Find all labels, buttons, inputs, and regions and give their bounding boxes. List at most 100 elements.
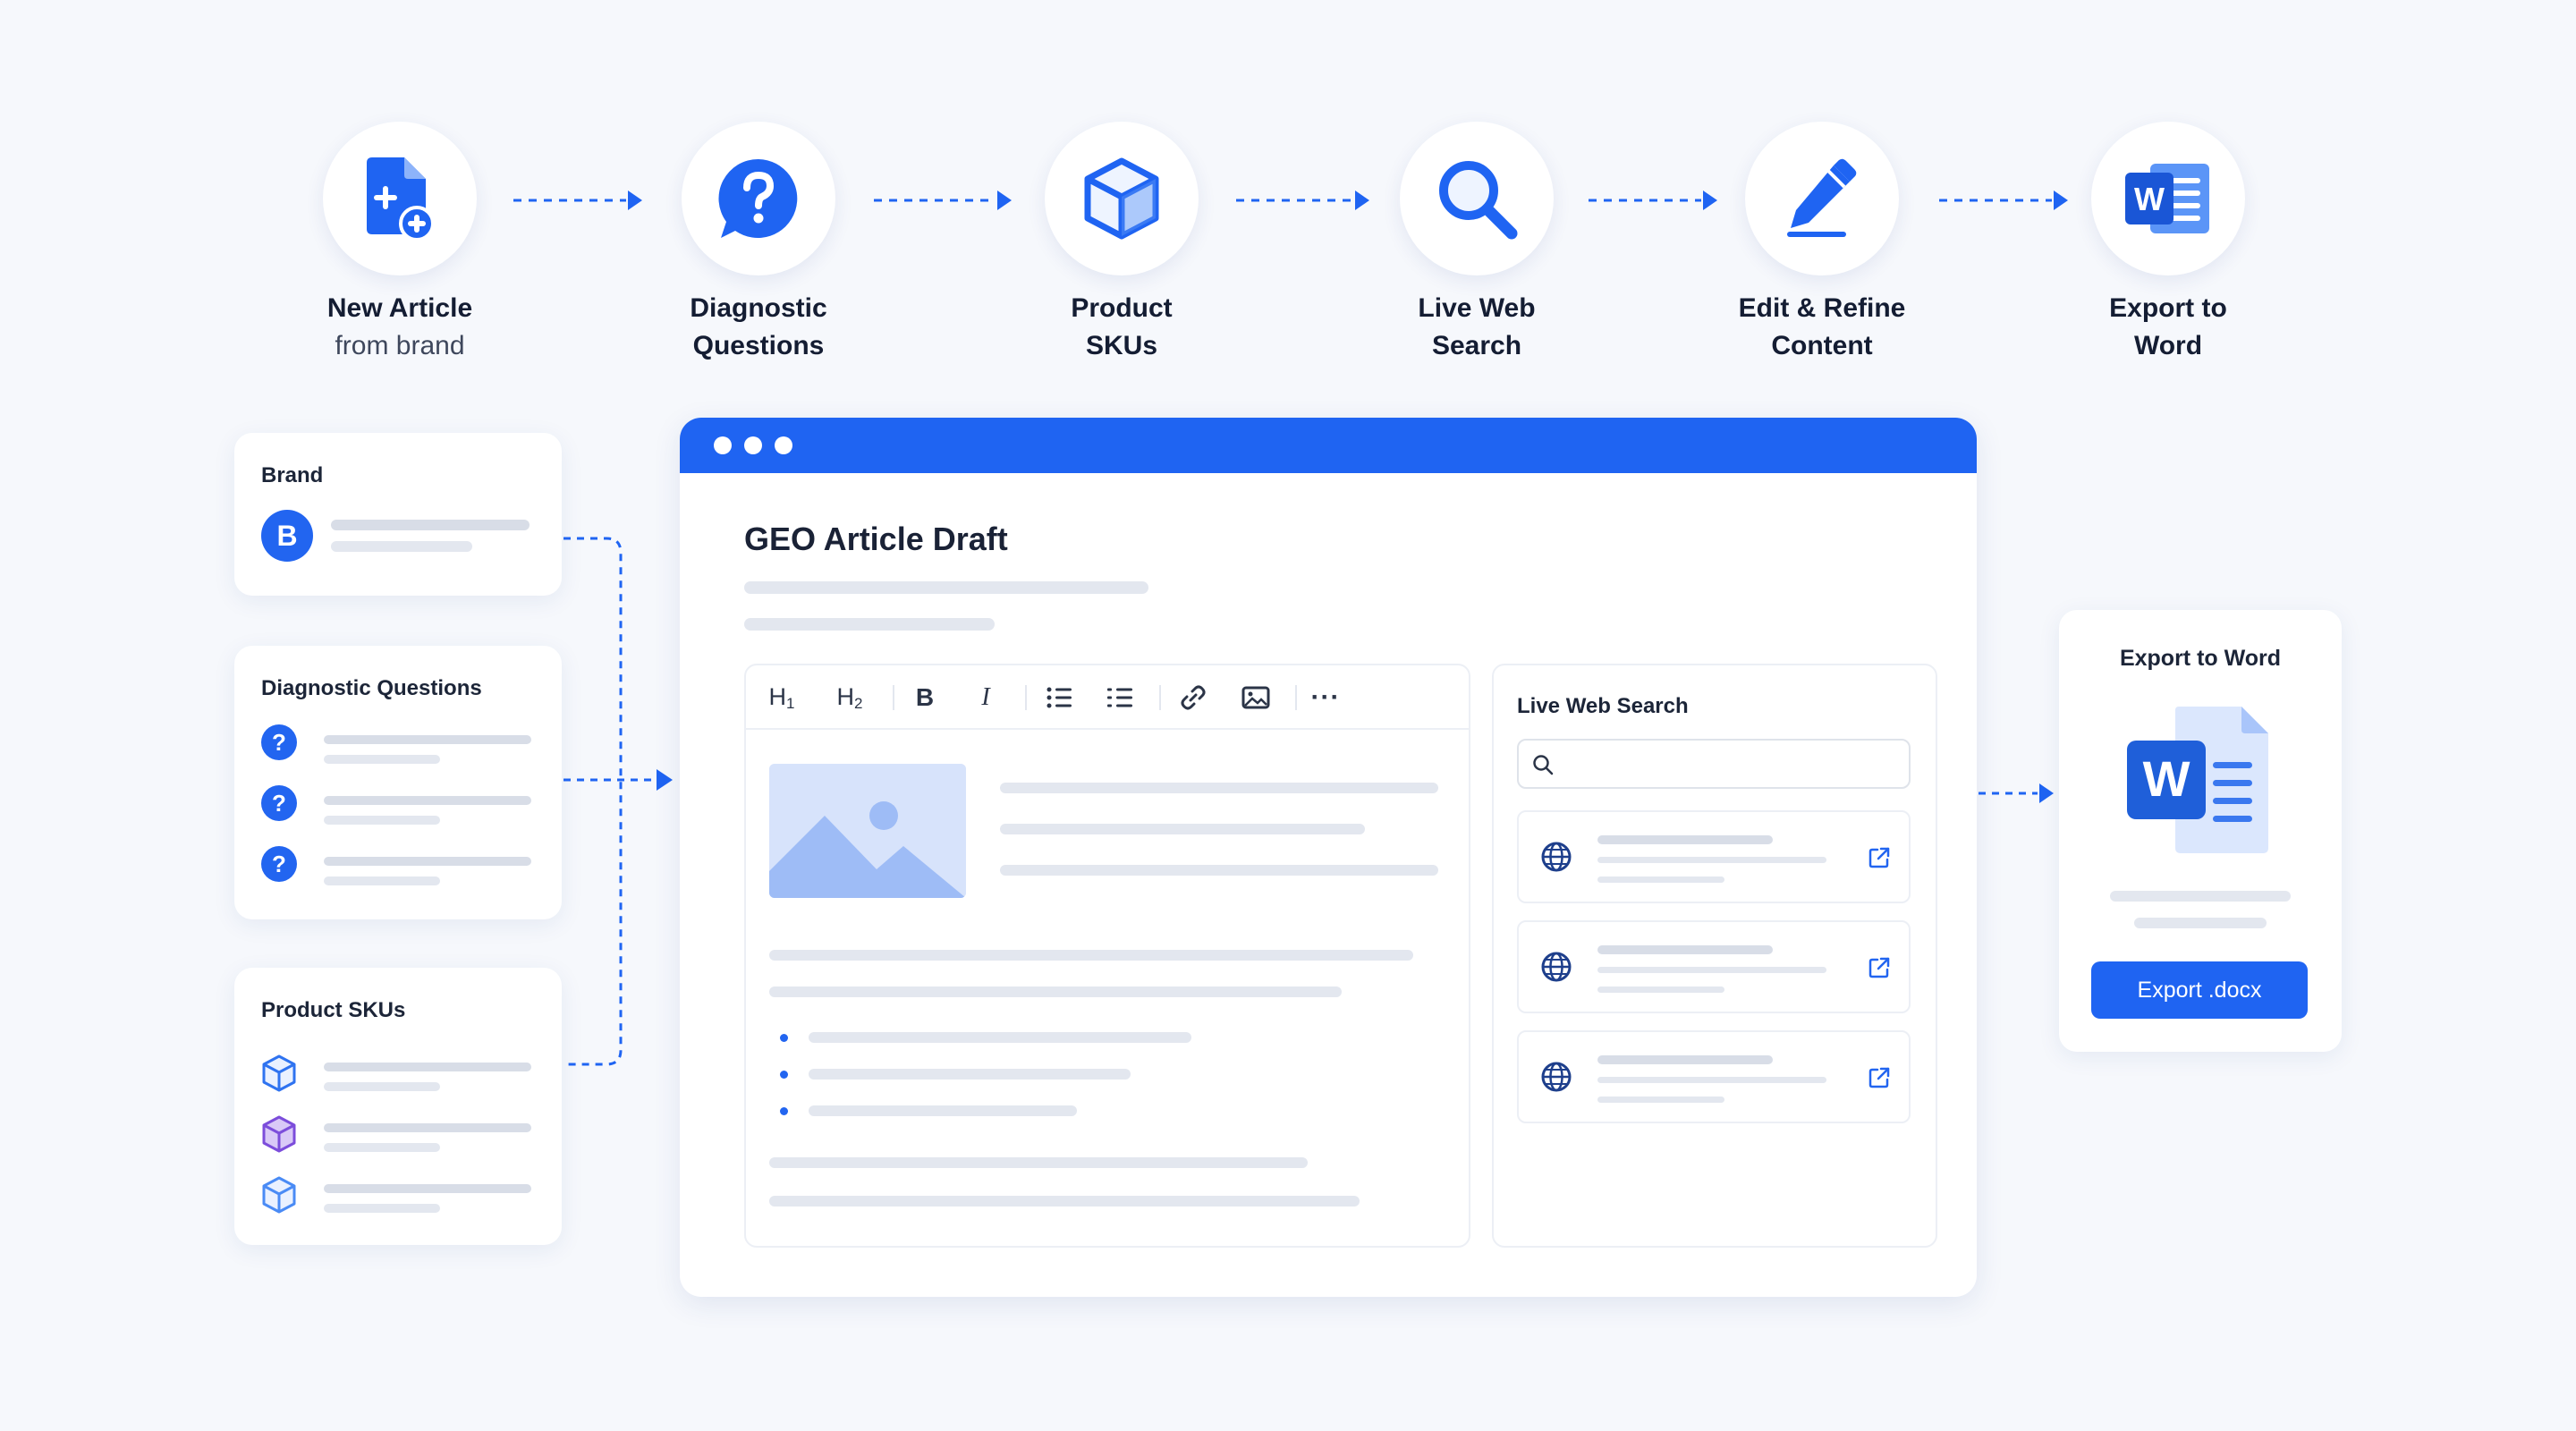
image-icon <box>1241 686 1270 709</box>
heading-1-button[interactable]: H1 <box>766 680 798 716</box>
placeholder-line <box>1597 835 1773 844</box>
numbered-list-button[interactable] <box>1104 680 1136 716</box>
placeholder-line <box>1597 967 1826 973</box>
step-subtitle: Search <box>1431 331 1522 360</box>
placeholder-line <box>324 796 531 805</box>
placeholder-line <box>324 1123 531 1132</box>
window-control-dot[interactable] <box>744 436 762 454</box>
placeholder-line <box>1597 876 1724 883</box>
new-document-icon <box>363 156 436 241</box>
step-label: Edit & Refine Content <box>1688 290 1956 365</box>
step-subtitle: SKUs <box>1085 331 1158 360</box>
link-icon <box>1180 684 1207 711</box>
globe-icon <box>1540 841 1572 873</box>
step-title: Live Web <box>1418 293 1536 323</box>
insert-image-button[interactable] <box>1240 680 1272 716</box>
globe-icon <box>1540 1061 1572 1093</box>
input-connector <box>564 537 673 1066</box>
step-live-web-search <box>1400 122 1554 275</box>
bulleted-list-button[interactable] <box>1043 680 1075 716</box>
list-bullet <box>780 1034 788 1042</box>
step-label: Export to Word <box>2034 290 2302 365</box>
placeholder-line <box>324 876 440 885</box>
toolbar-divider <box>1025 685 1027 710</box>
step-subtitle: Content <box>1771 331 1873 360</box>
window-control-dot[interactable] <box>714 436 732 454</box>
export-docx-button[interactable]: Export .docx <box>2091 961 2308 1019</box>
list-bullet <box>780 1107 788 1115</box>
word-document-icon: W <box>2123 705 2275 859</box>
step-label: Product SKUs <box>987 290 1256 365</box>
step-title: New Article <box>326 293 473 323</box>
external-link-icon[interactable] <box>1868 846 1891 869</box>
heading-2-button[interactable]: H2 <box>834 680 866 716</box>
placeholder-line <box>324 735 531 744</box>
italic-button[interactable]: I <box>970 680 1002 716</box>
step-title: Export to <box>2109 293 2227 323</box>
export-connector <box>1979 783 2054 803</box>
heading-level-digit: 1 <box>786 694 795 712</box>
search-icon <box>1531 753 1555 776</box>
step-label: Diagnostic Questions <box>624 290 893 365</box>
placeholder-line <box>1000 824 1365 834</box>
placeholder-line <box>1597 1055 1773 1064</box>
live-web-search-panel: Live Web Search <box>1492 664 1937 1248</box>
diagnostic-card-title: Diagnostic Questions <box>261 676 482 700</box>
step-subtitle: Word <box>2133 331 2203 360</box>
brand-badge: B <box>261 510 313 562</box>
list-bullet <box>780 1071 788 1079</box>
step-subtitle: Questions <box>692 331 825 360</box>
step-title: Diagnostic <box>690 293 827 323</box>
window-titlebar <box>680 418 1977 473</box>
placeholder-line <box>1597 945 1773 954</box>
placeholder-line <box>2110 891 2291 902</box>
toolbar-divider <box>893 685 894 710</box>
globe-icon <box>1540 951 1572 983</box>
more-options-button[interactable]: ··· <box>1309 680 1342 716</box>
heading-level-digit: 2 <box>854 694 863 712</box>
placeholder-line <box>324 1204 440 1213</box>
export-card-title: Export to Word <box>2119 646 2282 671</box>
placeholder-line <box>1597 857 1826 863</box>
document-title: GEO Article Draft <box>744 521 1008 557</box>
article-editor-window: GEO Article Draft H1 H2 B I <box>680 418 1977 1297</box>
bold-button[interactable]: B <box>909 680 941 716</box>
question-icon: ? <box>261 724 297 760</box>
pencil-icon <box>1782 158 1862 239</box>
search-input[interactable] <box>1517 739 1911 789</box>
step-label: Live Web Search <box>1343 290 1611 365</box>
step-edit-refine <box>1745 122 1899 275</box>
bold-label: B <box>915 683 935 711</box>
step-label: New Article from brand <box>266 290 534 365</box>
question-icon: ? <box>261 785 297 821</box>
search-result-item[interactable] <box>1517 1030 1911 1123</box>
live-search-title: Live Web Search <box>1517 694 1689 718</box>
step-product-skus <box>1045 122 1199 275</box>
flow-arrow <box>874 191 1012 210</box>
cube-icon <box>261 1054 297 1093</box>
word-icon: W <box>2123 160 2213 237</box>
search-result-item[interactable] <box>1517 810 1911 903</box>
step-new-article <box>323 122 477 275</box>
numbered-list-icon <box>1106 686 1133 709</box>
placeholder-line <box>769 986 1342 997</box>
placeholder-line <box>1597 1077 1826 1083</box>
skus-card-title: Product SKUs <box>261 998 406 1022</box>
search-result-item[interactable] <box>1517 920 1911 1013</box>
link-button[interactable] <box>1177 680 1209 716</box>
formatting-toolbar: H1 H2 B I <box>746 665 1469 730</box>
bulleted-list-icon <box>1046 686 1072 709</box>
window-control-dot[interactable] <box>775 436 792 454</box>
placeholder-line <box>324 1063 531 1071</box>
external-link-icon[interactable] <box>1868 956 1891 979</box>
placeholder-line <box>324 816 440 825</box>
external-link-icon[interactable] <box>1868 1066 1891 1089</box>
question-bubble-icon <box>716 156 801 241</box>
question-icon: ? <box>261 846 297 882</box>
rich-text-editor[interactable]: H1 H2 B I <box>744 664 1470 1248</box>
image-placeholder <box>769 764 966 898</box>
cube-icon <box>261 1175 297 1215</box>
brand-card-title: Brand <box>261 463 324 487</box>
step-title: Product <box>1071 293 1173 323</box>
toolbar-divider <box>1295 685 1297 710</box>
